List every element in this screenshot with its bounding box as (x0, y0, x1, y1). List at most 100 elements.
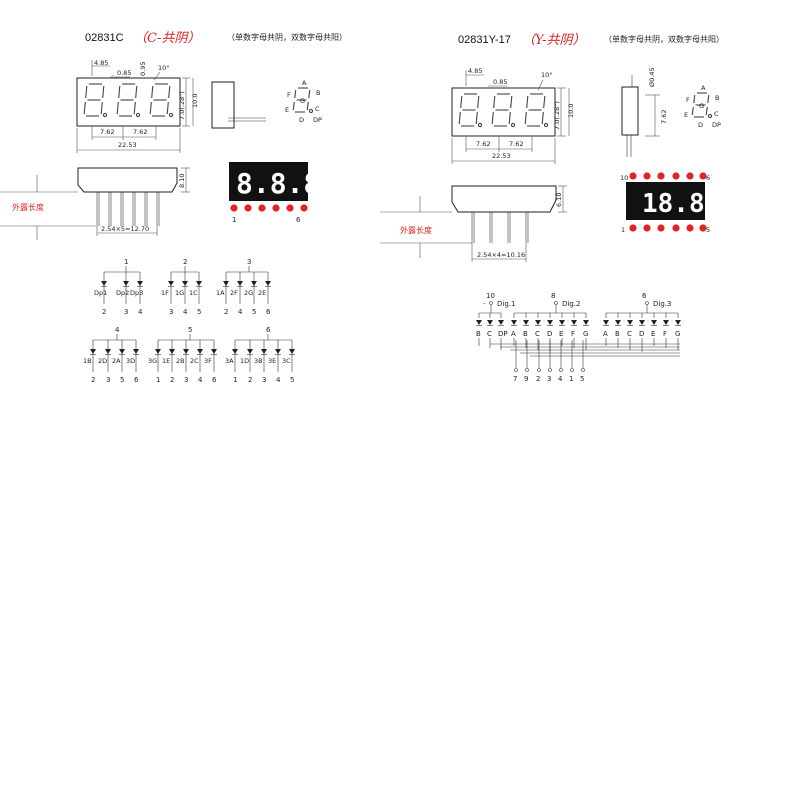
right-led-pin-10: 10 (620, 174, 628, 182)
right-led-pin-dot (699, 224, 707, 232)
pin-number: 4 (198, 376, 203, 384)
pin-number: 6 (212, 376, 217, 384)
pin-number: 3 (184, 376, 188, 384)
right-seg-label-f: F (686, 96, 690, 104)
schem-pin-number: 2 (536, 375, 540, 383)
right-seg-label-e: E (684, 111, 688, 119)
pin-number: 2 (91, 376, 95, 384)
right-type-label: （Y-共阴） (522, 32, 586, 48)
schem-pin-number: 3 (547, 375, 551, 383)
left-front-body (76, 77, 181, 127)
schem-seg-label: A (511, 330, 516, 338)
right-dim-dia: Ø0.45 (648, 67, 656, 87)
left-dim-total: 22.53 (118, 141, 137, 149)
schem-seg-label: C (627, 330, 632, 338)
pin-number: 3 (106, 376, 110, 384)
left-dim-095: 0.95 (139, 62, 147, 76)
dig-name: Dig.2 (562, 300, 580, 308)
segment-label: 2E (258, 289, 266, 297)
pin-group-top: 1 (124, 258, 128, 266)
left-led-pin-first: 1 (232, 216, 236, 224)
right-bottom-body (451, 185, 557, 213)
right-seg-label-c: C (714, 110, 719, 118)
schem-pin-number: 9 (524, 375, 528, 383)
right-seg-label-g: G (699, 102, 704, 110)
right-front-body (451, 87, 556, 137)
schem-pin-number: 7 (513, 375, 517, 383)
dig-name: Dig.3 (653, 300, 671, 308)
schem-seg-label: E (651, 330, 655, 338)
right-led-pin-dot (672, 172, 680, 180)
diode-icon (119, 349, 125, 355)
segment-label: 2A (112, 357, 121, 365)
diode-icon (261, 349, 267, 355)
pin-number: 4 (276, 376, 281, 384)
schem-seg-label: B (615, 330, 620, 338)
diode-icon (651, 320, 657, 326)
pin-number: 6 (134, 376, 139, 384)
right-dim-pitch: 2.54×4=10.16 (477, 251, 525, 259)
left-led-body (229, 162, 308, 201)
right-front-digit-1 (458, 93, 483, 128)
right-led-body (626, 182, 705, 220)
diode-icon (90, 349, 96, 355)
pin-group-4: 4 1B 2 2D 3 2A 5 3D 6 (83, 326, 139, 384)
segment-label: 2D (98, 357, 107, 365)
right-led-pin-6: 6 (706, 174, 710, 182)
diode-icon (211, 349, 217, 355)
left-led-pin-dot (300, 204, 308, 212)
schem-seg-label: D (547, 330, 552, 338)
segment-label: 2C (190, 357, 199, 365)
diode-icon (182, 281, 188, 287)
right-led-display: 18.8 10 6 1 5 (620, 172, 710, 234)
right-dim-total: 22.53 (492, 152, 511, 160)
pin-number: 2 (170, 376, 174, 384)
right-panel: 02831Y-17 （Y-共阴） （单数字母共阴，双数字母共阳） 4.85 0.… (380, 32, 724, 383)
right-note: （单数字母共阴，双数字母共阳） (604, 34, 724, 44)
segment-label: 3D (126, 357, 135, 365)
left-bottom-body (77, 167, 178, 193)
left-side-body (211, 81, 235, 129)
left-front-view: 4.85 0.85 0.95 10° 7.0(.28") 10.0 7.62 7… (76, 59, 199, 153)
diode-icon (476, 320, 482, 326)
segment-label: 1D (240, 357, 249, 365)
diode-icon (627, 320, 633, 326)
pin-number: 5 (120, 376, 124, 384)
dig-pin-number: 6 (642, 292, 647, 300)
dig-name: Dig.1 (497, 300, 515, 308)
right-front-view: 4.85 0.85 10° 7.0(.28") 10.0 7.62 7.62 2… (451, 67, 575, 164)
right-led-pin-5: 5 (706, 226, 710, 234)
left-led-pin-dot (272, 204, 280, 212)
pin-number: 5 (197, 308, 201, 316)
diode-icon (511, 320, 517, 326)
left-front-digit-1 (83, 83, 108, 118)
diode-icon (168, 281, 174, 287)
diode-icon (232, 349, 238, 355)
schem-seg-label: F (663, 330, 667, 338)
left-side-view (211, 81, 266, 129)
right-led-pin-dot (672, 224, 680, 232)
pin-number: 2 (224, 308, 228, 316)
diode-icon (169, 349, 175, 355)
pin-group-top: 4 (115, 326, 120, 334)
right-led-pin-dot (657, 224, 665, 232)
right-seg-label-d: D (698, 121, 703, 129)
pin-number: 4 (238, 308, 243, 316)
left-dim-side: 8.10 (178, 174, 186, 188)
diode-icon (583, 320, 589, 326)
diode-icon (639, 320, 645, 326)
diode-icon (155, 349, 161, 355)
schem-seg-label: F (571, 330, 575, 338)
segment-label: 1B (83, 357, 92, 365)
segment-label: 1F (161, 289, 169, 297)
diode-icon (251, 281, 257, 287)
diode-icon (571, 320, 577, 326)
dig-pin-number: 8 (551, 292, 555, 300)
segment-label: 3F (204, 357, 212, 365)
diode-icon (133, 349, 139, 355)
diode-icon (275, 349, 281, 355)
